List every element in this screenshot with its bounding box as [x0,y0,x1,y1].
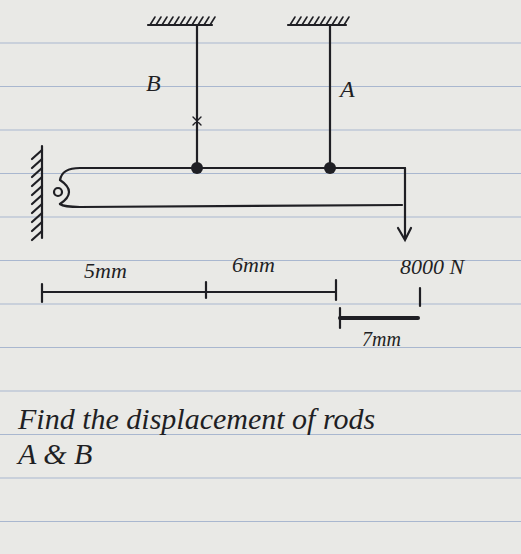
dimension-tick [41,284,43,302]
joint [324,162,336,174]
rod-name: A [340,76,355,104]
hatch [344,17,349,25]
ruled-line [0,347,521,348]
ruled-line [0,43,521,44]
dimension: 7mm [362,328,401,351]
beam-bottom [60,204,402,207]
hatch [32,195,42,204]
ruled-line [0,304,521,305]
hatch [32,177,42,186]
hatch [32,159,42,168]
load-arrowhead [398,228,411,240]
hatch [314,17,319,25]
rod-b [196,25,198,168]
hatch [174,17,179,25]
hatch [204,17,209,25]
hatch [32,168,42,177]
rod-mark [193,117,201,125]
dimension: 6mm [232,252,275,277]
hatch [338,17,343,25]
ceiling-hatching [150,17,349,25]
ruled-line [0,86,521,87]
ruled-line [0,130,521,131]
joint [191,162,203,174]
rod-a [329,25,331,168]
dimension-line [340,316,418,320]
hatch [168,17,173,25]
ruled-line [0,391,521,392]
dimension: 5mm [84,258,127,283]
hatch [162,17,167,25]
dimension-tick [339,308,341,328]
dimension-tick [419,288,421,306]
ruled-lines [0,43,521,522]
hatch [302,17,307,25]
ruled-line [0,217,521,218]
hatch [32,186,42,195]
hatch [180,17,185,25]
ruled-line [0,521,521,522]
dimension-tick [205,282,207,298]
ruled-line [0,478,521,479]
hatch [156,17,161,25]
wall-hatching [32,150,42,240]
dimension-line [42,291,336,293]
load-line [404,168,406,238]
problem-note: Find the displacement of rods A & B [18,402,378,471]
beam-top [60,168,405,180]
ruled-line [0,173,521,174]
hatch [308,17,313,25]
hatch [210,17,215,25]
hatch [326,17,331,25]
dimension-tick [335,280,337,300]
hatch [32,213,42,222]
hatch [150,17,155,25]
hatch [192,17,197,25]
load-value: 8000 N [400,254,464,279]
hatch [296,17,301,25]
hatch [198,17,203,25]
hatch [32,231,42,240]
pin [54,188,62,196]
hatch [32,150,42,159]
hatch [290,17,295,25]
hatch [332,17,337,25]
hatch [320,17,325,25]
rod-name: B [146,70,161,98]
hatch [186,17,191,25]
hatch [32,204,42,213]
hatch [32,222,42,231]
